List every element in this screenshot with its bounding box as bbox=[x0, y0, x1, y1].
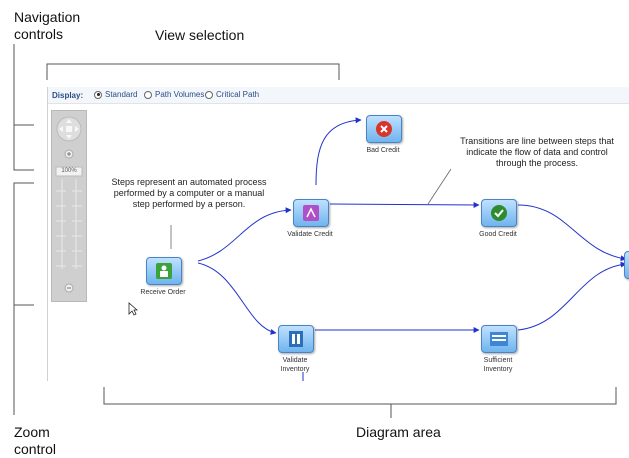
display-option-standard-label: Standard bbox=[105, 90, 138, 99]
zoom-callout-line2: control bbox=[14, 441, 57, 457]
steps-note-line2: performed by a computer or a manual bbox=[113, 188, 265, 198]
transition-receive-to-validate-credit[interactable] bbox=[197, 207, 292, 262]
pan-center-icon bbox=[66, 126, 72, 132]
step-sufficient-inventory[interactable] bbox=[481, 325, 517, 353]
transition-validate-credit-to-good-credit[interactable] bbox=[329, 201, 480, 208]
step-receive-order[interactable] bbox=[146, 257, 182, 285]
display-label: Display: bbox=[52, 91, 84, 100]
steps-note-line3: step performed by a person. bbox=[132, 199, 246, 209]
display-toolbar: Display: Standard Path Volumes Critical … bbox=[48, 87, 629, 104]
transition-good-credit-to-next[interactable] bbox=[517, 204, 627, 262]
zoom-level: 100% bbox=[61, 168, 77, 174]
pan-up-icon bbox=[66, 119, 72, 123]
inventory-icon bbox=[289, 331, 303, 347]
step-bad-credit-label: Bad Credit bbox=[366, 147, 400, 154]
step-validate-inventory[interactable] bbox=[278, 325, 314, 353]
step-validate-inventory-label-2: Inventory bbox=[280, 366, 310, 373]
zoom-callout-line1: Zoom bbox=[14, 424, 50, 440]
form-icon bbox=[490, 332, 508, 346]
step-validate-inventory-label: Validate Inventory bbox=[255, 356, 335, 374]
transition-validate-credit-to-bad-credit[interactable] bbox=[315, 117, 362, 186]
step-good-credit[interactable] bbox=[481, 199, 517, 227]
error-icon bbox=[376, 121, 392, 137]
step-sufficient-inventory-label-1: Sufficient bbox=[483, 357, 513, 364]
display-option-path-volumes-label: Path Volumes bbox=[155, 90, 205, 99]
radio-icon bbox=[205, 90, 213, 99]
display-option-standard[interactable]: Standard bbox=[94, 90, 137, 99]
step-validate-credit[interactable] bbox=[293, 199, 329, 227]
person-icon bbox=[156, 263, 172, 279]
step-next-partial[interactable] bbox=[624, 251, 629, 279]
zoom-in-icon[interactable] bbox=[64, 149, 74, 159]
pan-left-icon bbox=[59, 126, 63, 132]
navigation-callout-line1: Navigation bbox=[14, 9, 81, 25]
view-selection-bracket bbox=[46, 63, 340, 80]
pan-control[interactable] bbox=[56, 116, 82, 142]
pan-down-icon bbox=[66, 135, 72, 139]
step-sufficient-inventory-label: Sufficient Inventory bbox=[458, 356, 538, 374]
display-option-critical-path-label: Critical Path bbox=[216, 90, 260, 99]
navigation-controls-callout: Navigation controls bbox=[14, 9, 80, 43]
display-option-critical-path[interactable]: Critical Path bbox=[205, 90, 259, 99]
transitions-note-line2: indicate the flow of data and control bbox=[466, 147, 608, 157]
step-bad-credit[interactable] bbox=[366, 115, 402, 143]
radio-icon bbox=[144, 90, 152, 99]
transitions-note-line1: Transitions are line between steps that bbox=[460, 136, 614, 146]
pan-right-icon bbox=[75, 126, 79, 132]
navigation-zoom-panel: 100% bbox=[51, 110, 87, 302]
process-diagram-window: Display: Standard Path Volumes Critical … bbox=[47, 87, 629, 381]
step-receive-order-label: Receive Order bbox=[140, 289, 186, 296]
navigation-callout-line2: controls bbox=[14, 26, 64, 42]
steps-note-line1: Steps represent an automated process bbox=[111, 177, 267, 187]
zoom-slider-track[interactable] bbox=[56, 179, 82, 269]
step-sufficient-inventory-label-2: Inventory bbox=[483, 366, 513, 373]
zoom-out-icon[interactable] bbox=[64, 283, 74, 293]
display-option-path-volumes[interactable]: Path Volumes bbox=[144, 90, 204, 99]
navigation-bracket bbox=[13, 44, 34, 171]
step-validate-inventory-label-1: Validate bbox=[282, 357, 308, 364]
zoom-control-callout: Zoom control bbox=[14, 424, 56, 458]
transitions-note-line3: through the process. bbox=[495, 158, 579, 168]
transitions-layer bbox=[170, 117, 627, 381]
diagram-area-callout: Diagram area bbox=[356, 424, 441, 440]
steps-note: Steps represent an automated process per… bbox=[104, 177, 274, 210]
radio-selected-icon bbox=[94, 90, 102, 99]
step-validate-credit-label: Validate Credit bbox=[287, 231, 333, 238]
zoom-level-box bbox=[55, 166, 83, 177]
transitions-note-pointer bbox=[427, 168, 452, 205]
step-good-credit-label: Good Credit bbox=[479, 231, 517, 238]
transition-receive-to-validate-inventory[interactable] bbox=[197, 262, 277, 335]
diagram-area-bracket bbox=[103, 387, 617, 405]
checkmark-icon bbox=[491, 205, 507, 221]
transition-sufficient-to-next[interactable] bbox=[517, 261, 627, 331]
zoom-bracket bbox=[13, 182, 34, 415]
script-icon bbox=[303, 205, 319, 221]
view-selection-callout: View selection bbox=[155, 27, 245, 43]
transitions-note: Transitions are line between steps that … bbox=[442, 136, 629, 169]
mouse-cursor-icon bbox=[128, 302, 138, 316]
